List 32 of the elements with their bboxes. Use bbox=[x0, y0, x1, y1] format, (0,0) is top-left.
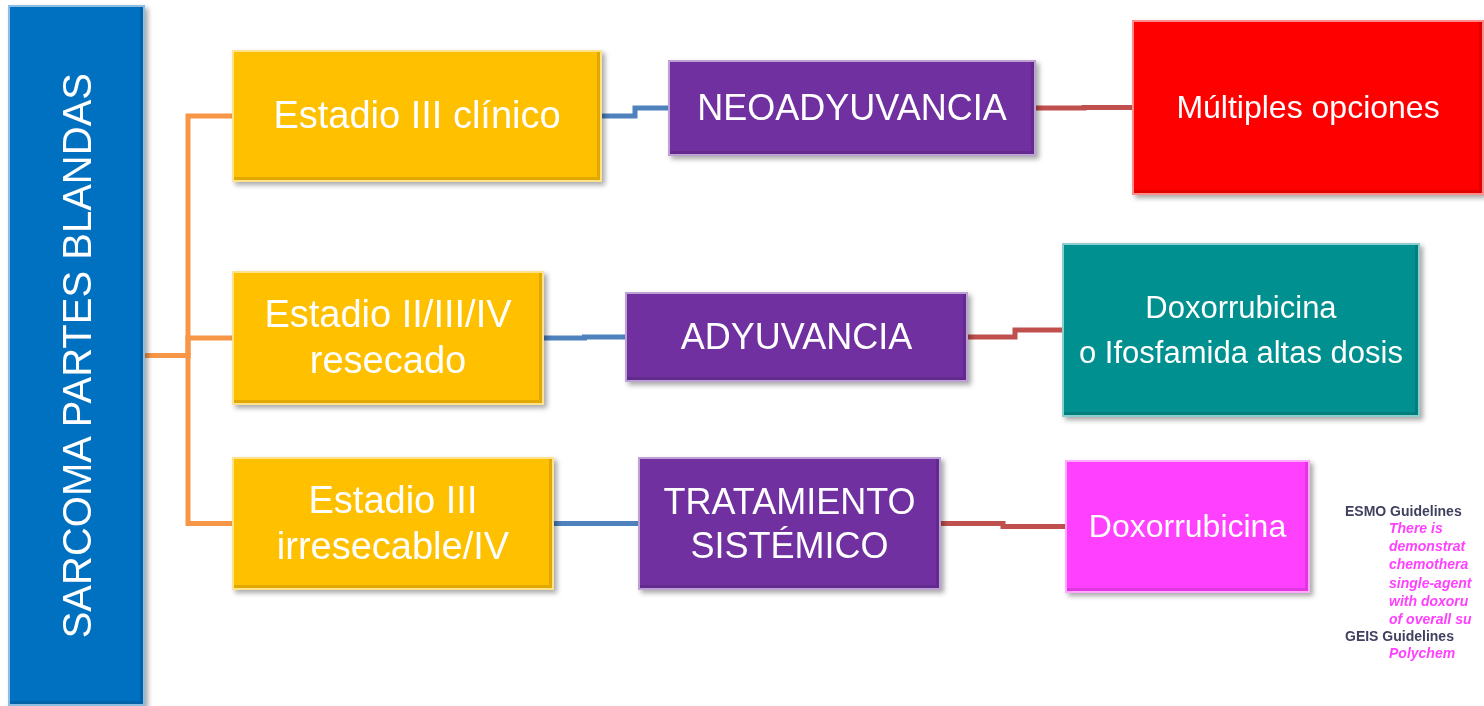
connector-line bbox=[554, 521, 638, 526]
connector-line bbox=[145, 353, 232, 526]
option-box bbox=[1132, 20, 1484, 195]
stage-box bbox=[232, 50, 602, 182]
box-text: SARCOMA PARTES BLANDAS bbox=[53, 72, 100, 639]
box-text: Múltiples opciones bbox=[1176, 88, 1440, 127]
box-text: Doxorrubicina bbox=[1145, 288, 1337, 326]
box-text: o Ifosfamida altas dosis bbox=[1079, 334, 1403, 372]
treatment-box bbox=[668, 60, 1036, 156]
box-text: ADYUVANCIA bbox=[680, 315, 913, 359]
connector-line bbox=[602, 105, 668, 119]
box-text: NEOADYUVANCIA bbox=[697, 86, 1007, 130]
note-heading: GEIS Guidelines bbox=[1345, 628, 1455, 645]
connector-line bbox=[544, 334, 625, 341]
note-heading: ESMO Guidelines bbox=[1345, 503, 1463, 519]
connector-line bbox=[941, 521, 1065, 529]
title-bar bbox=[8, 5, 145, 706]
stage-box bbox=[232, 457, 554, 590]
treatment-box bbox=[625, 292, 968, 382]
treatment-box bbox=[638, 457, 941, 590]
connector-line bbox=[968, 327, 1062, 340]
note-text: Polychem bbox=[1388, 644, 1457, 663]
option-box bbox=[1062, 243, 1420, 417]
box-text: Estadio II/III/IV resecado bbox=[263, 292, 513, 383]
stage-box bbox=[232, 271, 544, 405]
connector-line bbox=[1036, 105, 1132, 111]
note-text: There is demonstrat chemothera single-agent with doxoru of overall su bbox=[1388, 519, 1473, 629]
option-box bbox=[1065, 460, 1310, 593]
box-text: Estadio III clínico bbox=[273, 93, 561, 139]
box-text: Doxorrubicina bbox=[1088, 507, 1287, 546]
box-text: Estadio III irresecable/IV bbox=[275, 477, 511, 569]
box-text: TRATAMIENTO SISTÉMICO bbox=[662, 480, 917, 567]
